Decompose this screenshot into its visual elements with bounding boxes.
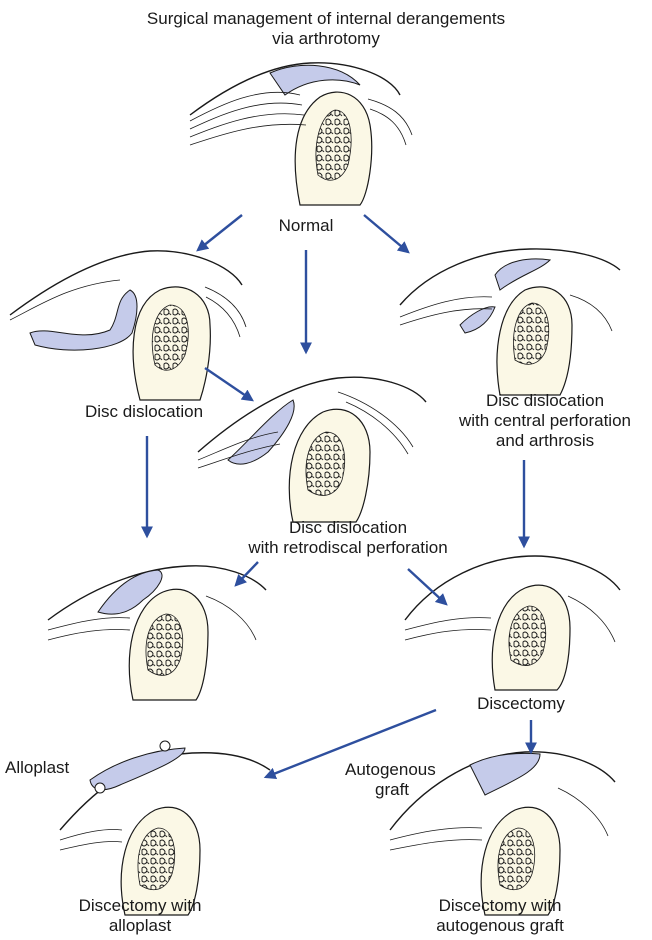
label-dalloplast-line-1: Discectomy with	[40, 896, 240, 916]
label-disc-dislocation: Disc dislocation	[54, 402, 234, 422]
label-discectomy-autogenous: Discectomy with autogenous graft	[400, 896, 600, 936]
joint-discectomy	[405, 556, 620, 690]
arrow-dislocation-to-retrodiscal	[205, 368, 252, 400]
label-normal: Normal	[256, 216, 356, 236]
label-alloplast: Alloplast	[5, 758, 95, 778]
title-line-1: Surgical management of internal derangem…	[56, 9, 596, 29]
label-dauto-line-2: autogenous graft	[400, 916, 600, 936]
joint-normal	[190, 63, 412, 205]
label-discectomy-text: Discectomy	[448, 694, 594, 714]
label-discectomy: Discectomy	[448, 694, 594, 714]
label-autogenous-line-1: Autogenous	[345, 760, 455, 780]
label-discectomy-alloplast: Discectomy with alloplast	[40, 896, 240, 936]
arrow-normal-to-central	[364, 215, 408, 252]
title-line-2: via arthrotomy	[56, 29, 596, 49]
diagram-title: Surgical management of internal derangem…	[56, 9, 596, 49]
label-disc-dislocation-text: Disc dislocation	[54, 402, 234, 422]
label-alloplast-text: Alloplast	[5, 758, 95, 778]
joint-central-perforation	[400, 249, 620, 395]
label-retrodiscal-line-2: with retrodiscal perforation	[228, 538, 468, 558]
label-autogenous-line-2: graft	[345, 780, 455, 800]
label-central-perforation: Disc dislocation with central perforatio…	[440, 391, 650, 451]
label-dalloplast-line-2: alloplast	[40, 916, 240, 936]
label-retrodiscal-perforation: Disc dislocation with retrodiscal perfor…	[228, 518, 468, 558]
joint-disc-dislocation	[10, 251, 246, 400]
label-central-line-2: with central perforation	[440, 411, 650, 431]
label-central-line-3: and arthrosis	[440, 431, 650, 451]
label-central-line-1: Disc dislocation	[440, 391, 650, 411]
joint-retrodiscal-perforation	[198, 377, 426, 522]
label-dauto-line-1: Discectomy with	[400, 896, 600, 916]
label-normal-text: Normal	[256, 216, 356, 236]
joint-repositioned	[48, 566, 266, 700]
label-retrodiscal-line-1: Disc dislocation	[228, 518, 468, 538]
arrow-normal-to-dislocation	[198, 215, 242, 250]
label-autogenous-graft: Autogenous graft	[345, 760, 455, 800]
